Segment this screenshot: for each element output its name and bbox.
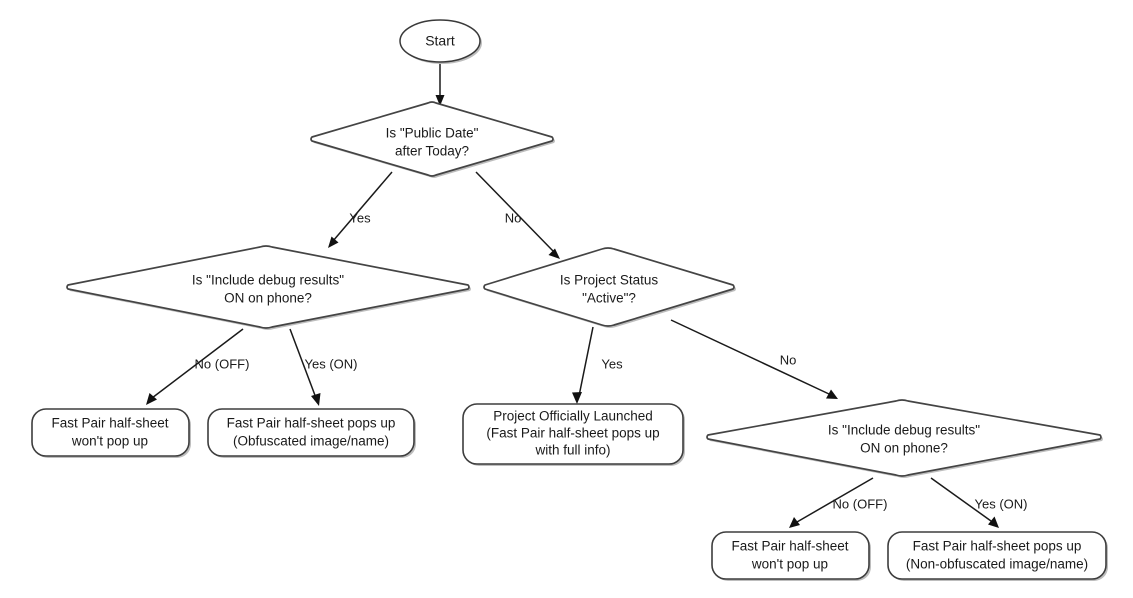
node-label-line-2: after Today?: [395, 144, 469, 159]
start-ellipse: [399, 19, 481, 63]
edge-line: [930, 477, 992, 522]
diamond-shape: [706, 399, 1102, 477]
rounded-rect-shape: [462, 403, 684, 465]
rounded-rect-shape: [887, 531, 1107, 580]
node-label-line-2: (Non-obfuscated image/name): [906, 557, 1088, 572]
edge-line: [289, 328, 317, 399]
edge-line: [475, 171, 555, 253]
node-result-project-launched[interactable]: Project Officially Launched (Fast Pair h…: [462, 403, 685, 466]
edge-label-yes-2: Yes: [601, 356, 623, 371]
arrowhead-icon: [311, 393, 321, 406]
node-layer: Start Is "Public Date" after Today? Is "…: [31, 19, 1108, 581]
node-result-right-on[interactable]: Fast Pair half-sheet pops up (Non-obfusc…: [887, 531, 1108, 581]
edge-debug-left-on: Yes (ON): [289, 328, 358, 406]
edge-start-to-public-date: [435, 62, 445, 106]
edge-project-status-yes: Yes: [572, 326, 623, 404]
node-label-line-2: ON on phone?: [860, 441, 948, 456]
node-result-left-on[interactable]: Fast Pair half-sheet pops up (Obfuscated…: [207, 408, 416, 458]
rounded-rect-shape: [711, 531, 870, 580]
arrowhead-icon: [826, 389, 838, 399]
node-label-line-1: Project Officially Launched: [493, 409, 653, 424]
node-question-project-status[interactable]: Is Project Status "Active"?: [483, 247, 736, 328]
edge-label-no-off: No (OFF): [195, 356, 250, 371]
edge-label-no-off-2: No (OFF): [833, 496, 888, 511]
diamond-shape: [66, 245, 470, 329]
node-label-line-1: Is "Public Date": [386, 126, 479, 141]
edge-debug-right-off: No (OFF): [789, 477, 888, 528]
edge-debug-right-on: Yes (ON): [930, 477, 1028, 528]
node-label-line-1: Fast Pair half-sheet: [731, 539, 848, 554]
node-start[interactable]: Start: [399, 19, 482, 64]
edge-public-date-no: No: [475, 171, 560, 259]
node-label-line-2: "Active"?: [582, 291, 636, 306]
edge-public-date-yes: Yes: [328, 171, 393, 248]
node-label: Start: [425, 33, 455, 49]
arrowhead-icon: [789, 517, 800, 528]
rounded-rect-shape: [207, 408, 415, 457]
node-label-line-1: Fast Pair half-sheet pops up: [227, 416, 396, 431]
edge-line: [578, 326, 594, 397]
edge-line: [332, 171, 393, 242]
arrowhead-icon: [328, 236, 339, 248]
node-label-line-1: Is "Include debug results": [192, 273, 344, 288]
node-result-left-off[interactable]: Fast Pair half-sheet won't pop up: [31, 408, 191, 458]
node-label-line-1: Fast Pair half-sheet: [51, 416, 168, 431]
edge-layer: Yes No No (OFF) Yes (ON): [146, 62, 1027, 528]
arrowhead-icon: [988, 516, 999, 528]
node-label-line-2: (Fast Pair half-sheet pops up: [486, 426, 659, 441]
edge-label-yes-on: Yes (ON): [305, 356, 358, 371]
arrowhead-icon: [548, 248, 560, 259]
node-result-right-off[interactable]: Fast Pair half-sheet won't pop up: [711, 531, 871, 581]
node-question-debug-right[interactable]: Is "Include debug results" ON on phone?: [706, 399, 1103, 478]
node-label-line-2: ON on phone?: [224, 291, 312, 306]
node-label-line-2: (Obfuscated image/name): [233, 434, 389, 449]
arrowhead-icon: [435, 95, 445, 106]
diamond-shape: [483, 247, 735, 327]
edge-label-yes-on-2: Yes (ON): [975, 496, 1028, 511]
node-question-public-date[interactable]: Is "Public Date" after Today?: [310, 101, 555, 178]
node-label-line-1: Is Project Status: [560, 273, 659, 288]
rounded-rect-shape: [31, 408, 190, 457]
node-label-line-3: with full info): [534, 443, 610, 458]
edge-project-status-no: No: [670, 319, 838, 399]
diamond-shape: [310, 101, 554, 177]
arrowhead-icon: [146, 393, 157, 405]
edge-label-no-2: No: [780, 352, 797, 367]
edge-label-no: No: [505, 210, 522, 225]
edge-label-yes: Yes: [349, 210, 371, 225]
edge-line: [796, 477, 874, 523]
node-label-line-2: won't pop up: [751, 557, 828, 572]
node-label-line-1: Is "Include debug results": [828, 423, 980, 438]
edge-line: [151, 328, 244, 399]
edge-line: [670, 319, 830, 395]
node-question-debug-left[interactable]: Is "Include debug results" ON on phone?: [66, 245, 471, 330]
arrowhead-icon: [572, 392, 582, 404]
node-label-line-1: Fast Pair half-sheet pops up: [913, 539, 1082, 554]
edge-debug-left-off: No (OFF): [146, 328, 250, 405]
node-label-line-2: won't pop up: [71, 434, 148, 449]
